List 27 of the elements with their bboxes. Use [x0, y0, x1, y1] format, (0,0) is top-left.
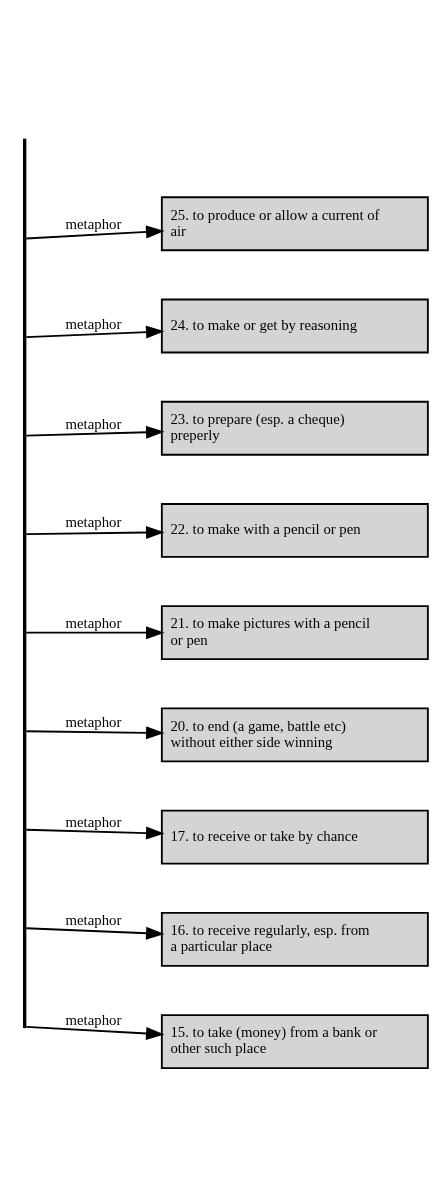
- node-box: 22. to make with a pencil or pen: [160, 503, 429, 558]
- node-box: 16. to receive regularly, esp. from a particular place: [160, 911, 429, 967]
- edge-label: metaphor: [65, 615, 122, 632]
- edge-label: metaphor: [65, 1012, 122, 1029]
- edge-label: metaphor: [65, 216, 122, 233]
- edge-label: metaphor: [65, 912, 122, 929]
- arrow: [25, 325, 165, 339]
- arrow: [25, 225, 165, 240]
- arrow: [25, 626, 165, 640]
- arrow: [25, 526, 165, 539]
- node-box: 24. to make or get by reasoning: [160, 298, 429, 354]
- arrow: [25, 425, 165, 439]
- edge-label: metaphor: [65, 415, 122, 432]
- node-box: 21. to make pictures with a pencil or pen: [160, 605, 429, 661]
- node-box: 20. to end (a game, battle etc) without either side winning: [160, 707, 429, 763]
- edge-label: metaphor: [65, 714, 122, 731]
- arrow: [25, 826, 165, 840]
- arrow: [25, 1025, 165, 1040]
- arrow: [25, 726, 165, 740]
- node-box: 17. to receive or take by chance: [160, 809, 429, 865]
- node-box: 25. to produce or allow a current of air: [160, 196, 429, 252]
- edge-label: metaphor: [65, 514, 122, 531]
- edge-label: metaphor: [65, 813, 122, 830]
- node-box: 15. to take (money) from a bank or other such place: [160, 1014, 429, 1069]
- node-box: 23. to prepare (esp. a cheque) preperly: [160, 400, 429, 456]
- edge-label: metaphor: [65, 316, 122, 333]
- arrow: [25, 926, 165, 940]
